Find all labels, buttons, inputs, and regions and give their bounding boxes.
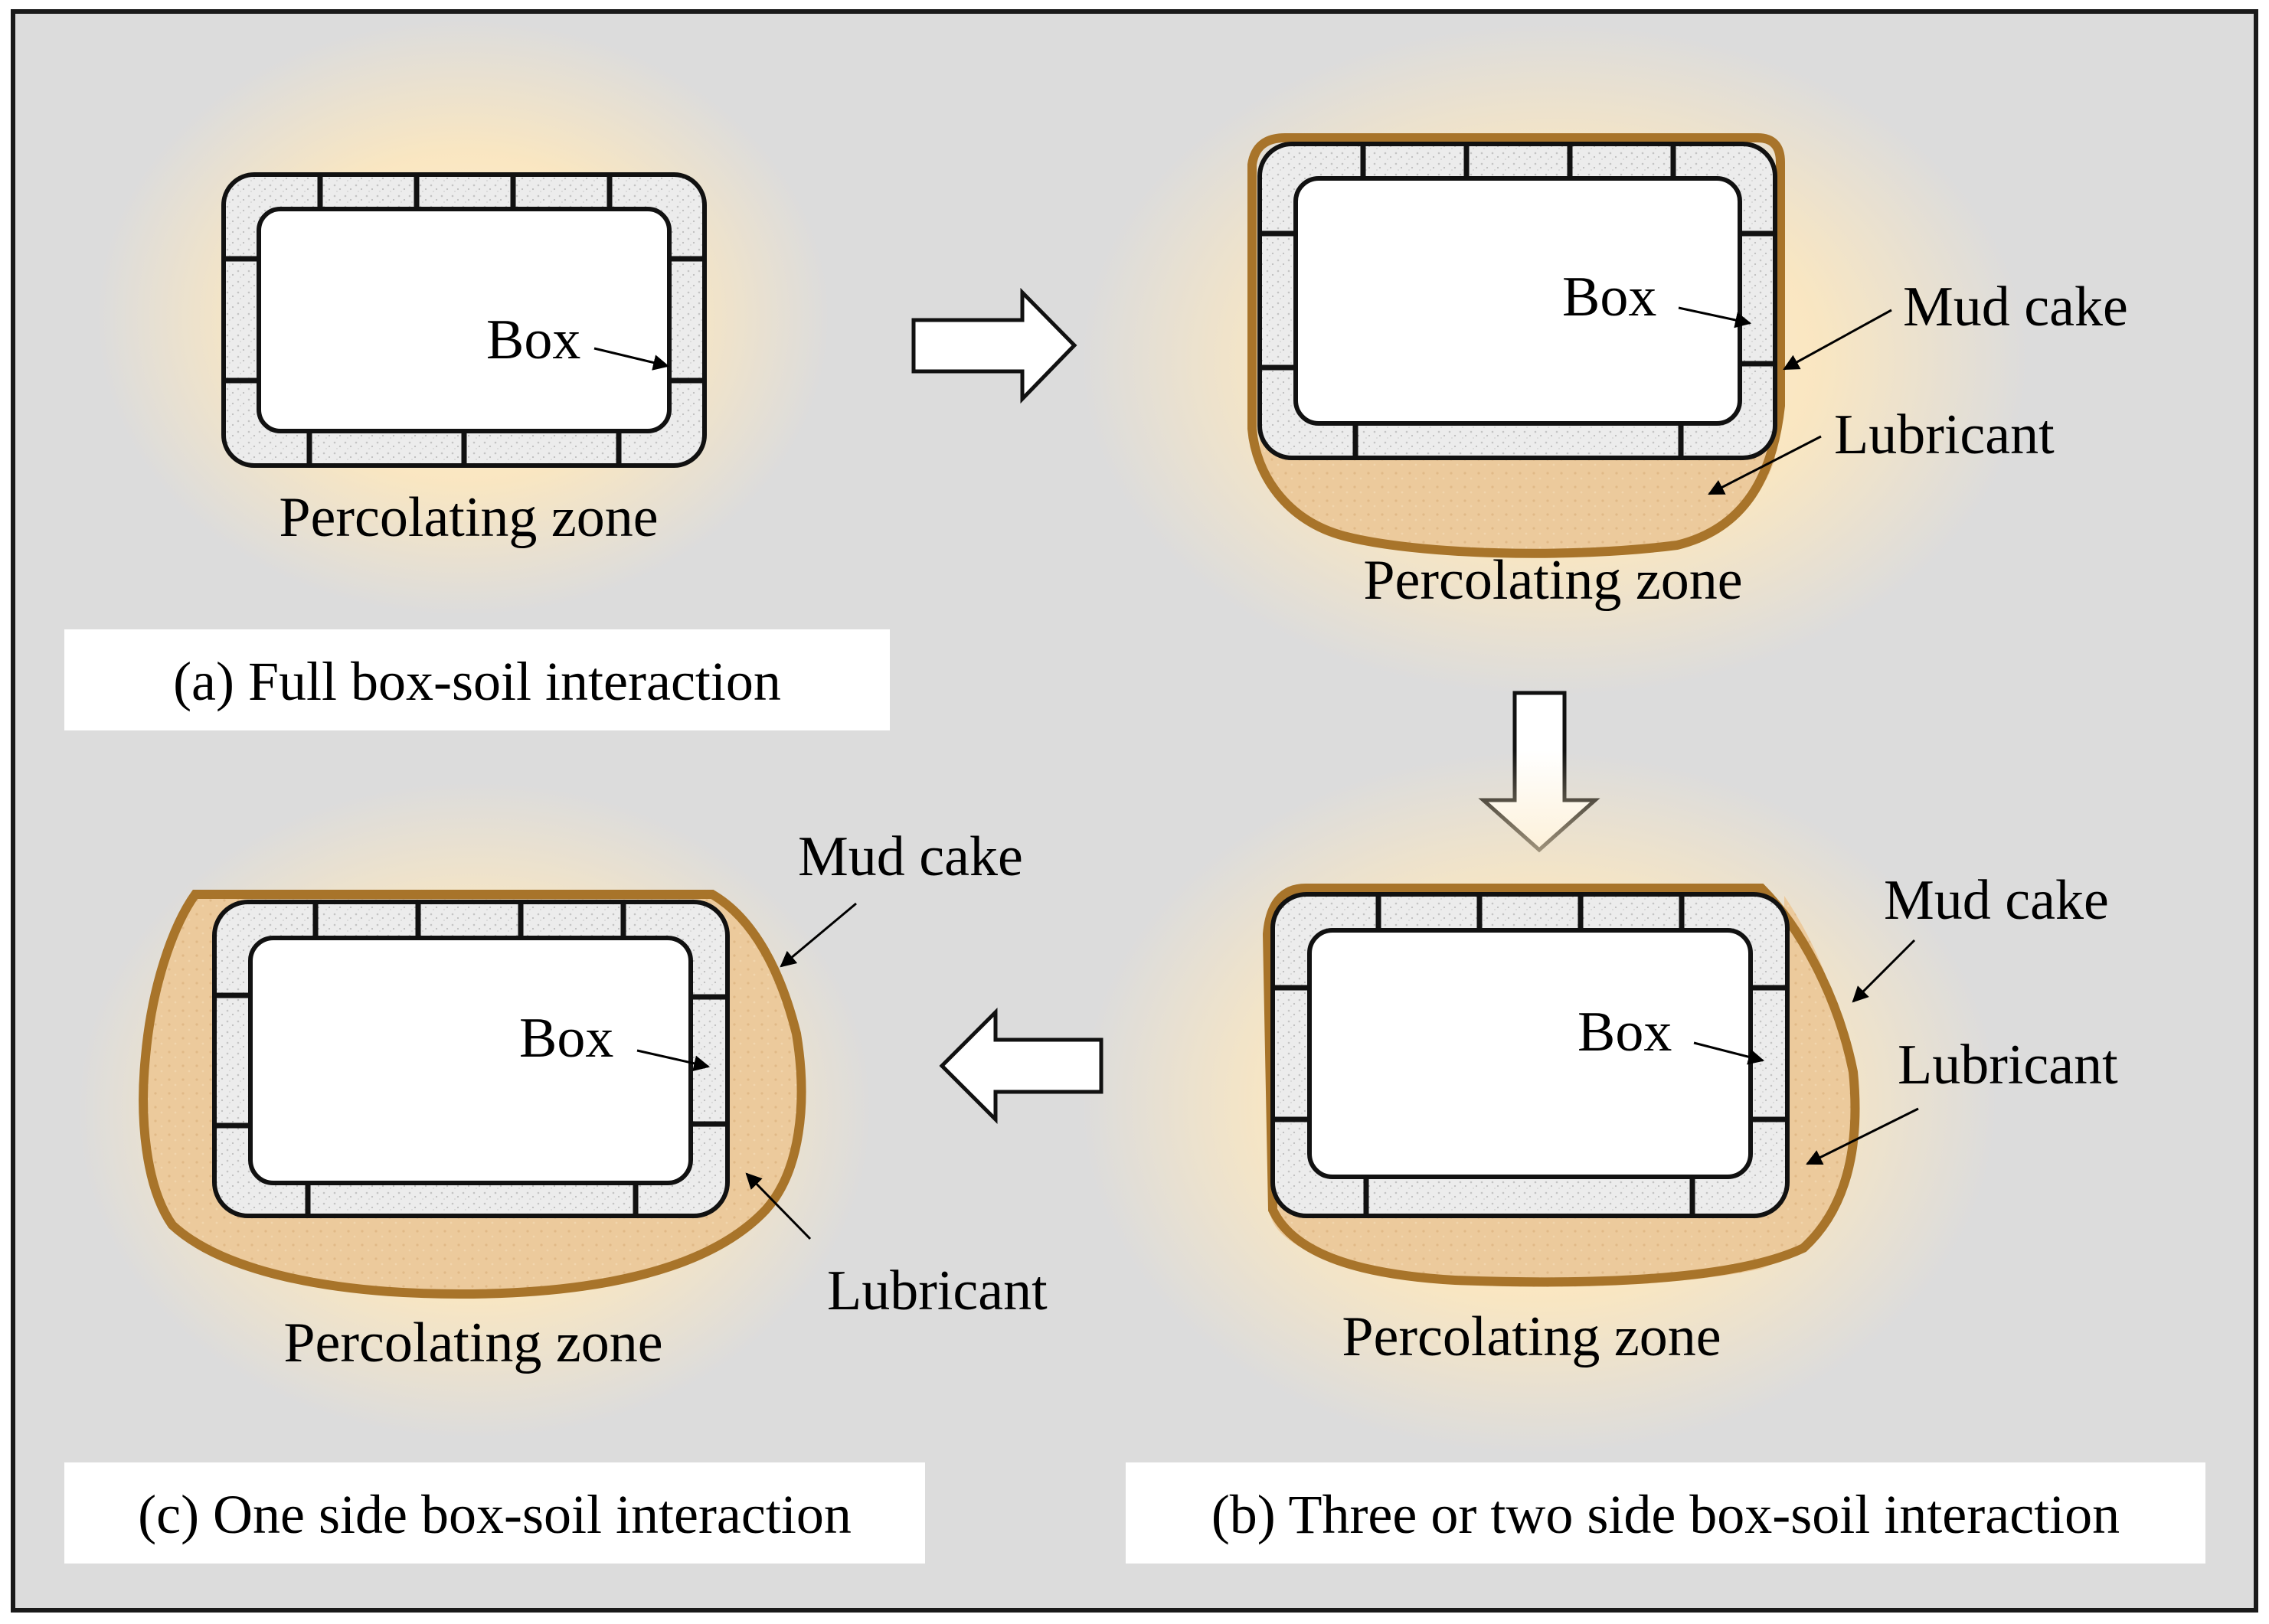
box-interior xyxy=(1293,176,1742,426)
mud-cake xyxy=(1247,133,1785,558)
box-pointer xyxy=(1693,1041,1765,1065)
box-joints xyxy=(224,175,705,466)
mud-cake-label: Mud cake xyxy=(1884,869,2109,932)
mud-cake xyxy=(139,890,806,1299)
lubricant-label: Lubricant xyxy=(827,1260,1048,1322)
mud-cake-label: Mud cake xyxy=(1903,276,2128,338)
caption: (b) Three or two side box-soil interacti… xyxy=(1211,1484,2120,1545)
box-label: Box xyxy=(519,1007,613,1070)
lubricant-pointer xyxy=(1806,1107,1919,1165)
box-pointer xyxy=(593,347,670,371)
percolating-zone-label: Percolating zone xyxy=(283,1312,662,1374)
mud-cake xyxy=(1262,884,1860,1287)
lubricant-label: Lubricant xyxy=(1834,404,2055,466)
left-arrow-icon xyxy=(939,1007,1103,1125)
box-interior xyxy=(257,207,672,433)
mud-cake-pointer xyxy=(1852,939,1916,1003)
box-label: Box xyxy=(1578,1001,1672,1064)
box-interior xyxy=(248,936,693,1185)
box-pointer xyxy=(636,1049,711,1072)
box-pointer xyxy=(1678,306,1752,328)
box-label: Box xyxy=(1562,266,1656,328)
box-joints xyxy=(1273,894,1787,1216)
box-joints xyxy=(1260,144,1775,458)
panel-c: Box Mud cake Lubricant Percolating zone … xyxy=(64,781,1048,1564)
box-label: Box xyxy=(486,309,580,371)
mud-cake-label: Mud cake xyxy=(798,825,1023,888)
caption-box xyxy=(64,1462,925,1564)
caption: (a) Full box-soil interaction xyxy=(173,651,781,712)
panel-a: Box Percolating zone (a) Full box-soil i… xyxy=(64,19,890,730)
mud-cake-pointer xyxy=(780,902,857,968)
lubricant-pointer xyxy=(1708,435,1822,495)
panel-b-intermediate: Box Mud cake Lubricant Percolating zone xyxy=(1080,23,2128,697)
box-joints xyxy=(214,902,727,1216)
percolating-zone-label: Percolating zone xyxy=(1363,549,1742,612)
lubricant-label: Lubricant xyxy=(1898,1034,2118,1096)
caption: (c) One side box-soil interaction xyxy=(138,1484,852,1545)
lubricant-pointer xyxy=(745,1172,812,1240)
percolating-zone-label: Percolating zone xyxy=(1342,1305,1721,1368)
caption-box xyxy=(1126,1462,2205,1564)
right-arrow-icon xyxy=(911,287,1077,404)
box-interior xyxy=(1307,928,1753,1179)
mud-cake-pointer xyxy=(1783,309,1892,371)
caption-box xyxy=(64,629,890,730)
panel-b: Box Mud cake Lubricant Percolating zone … xyxy=(1080,750,2205,1564)
percolating-zone-label: Percolating zone xyxy=(279,486,658,549)
